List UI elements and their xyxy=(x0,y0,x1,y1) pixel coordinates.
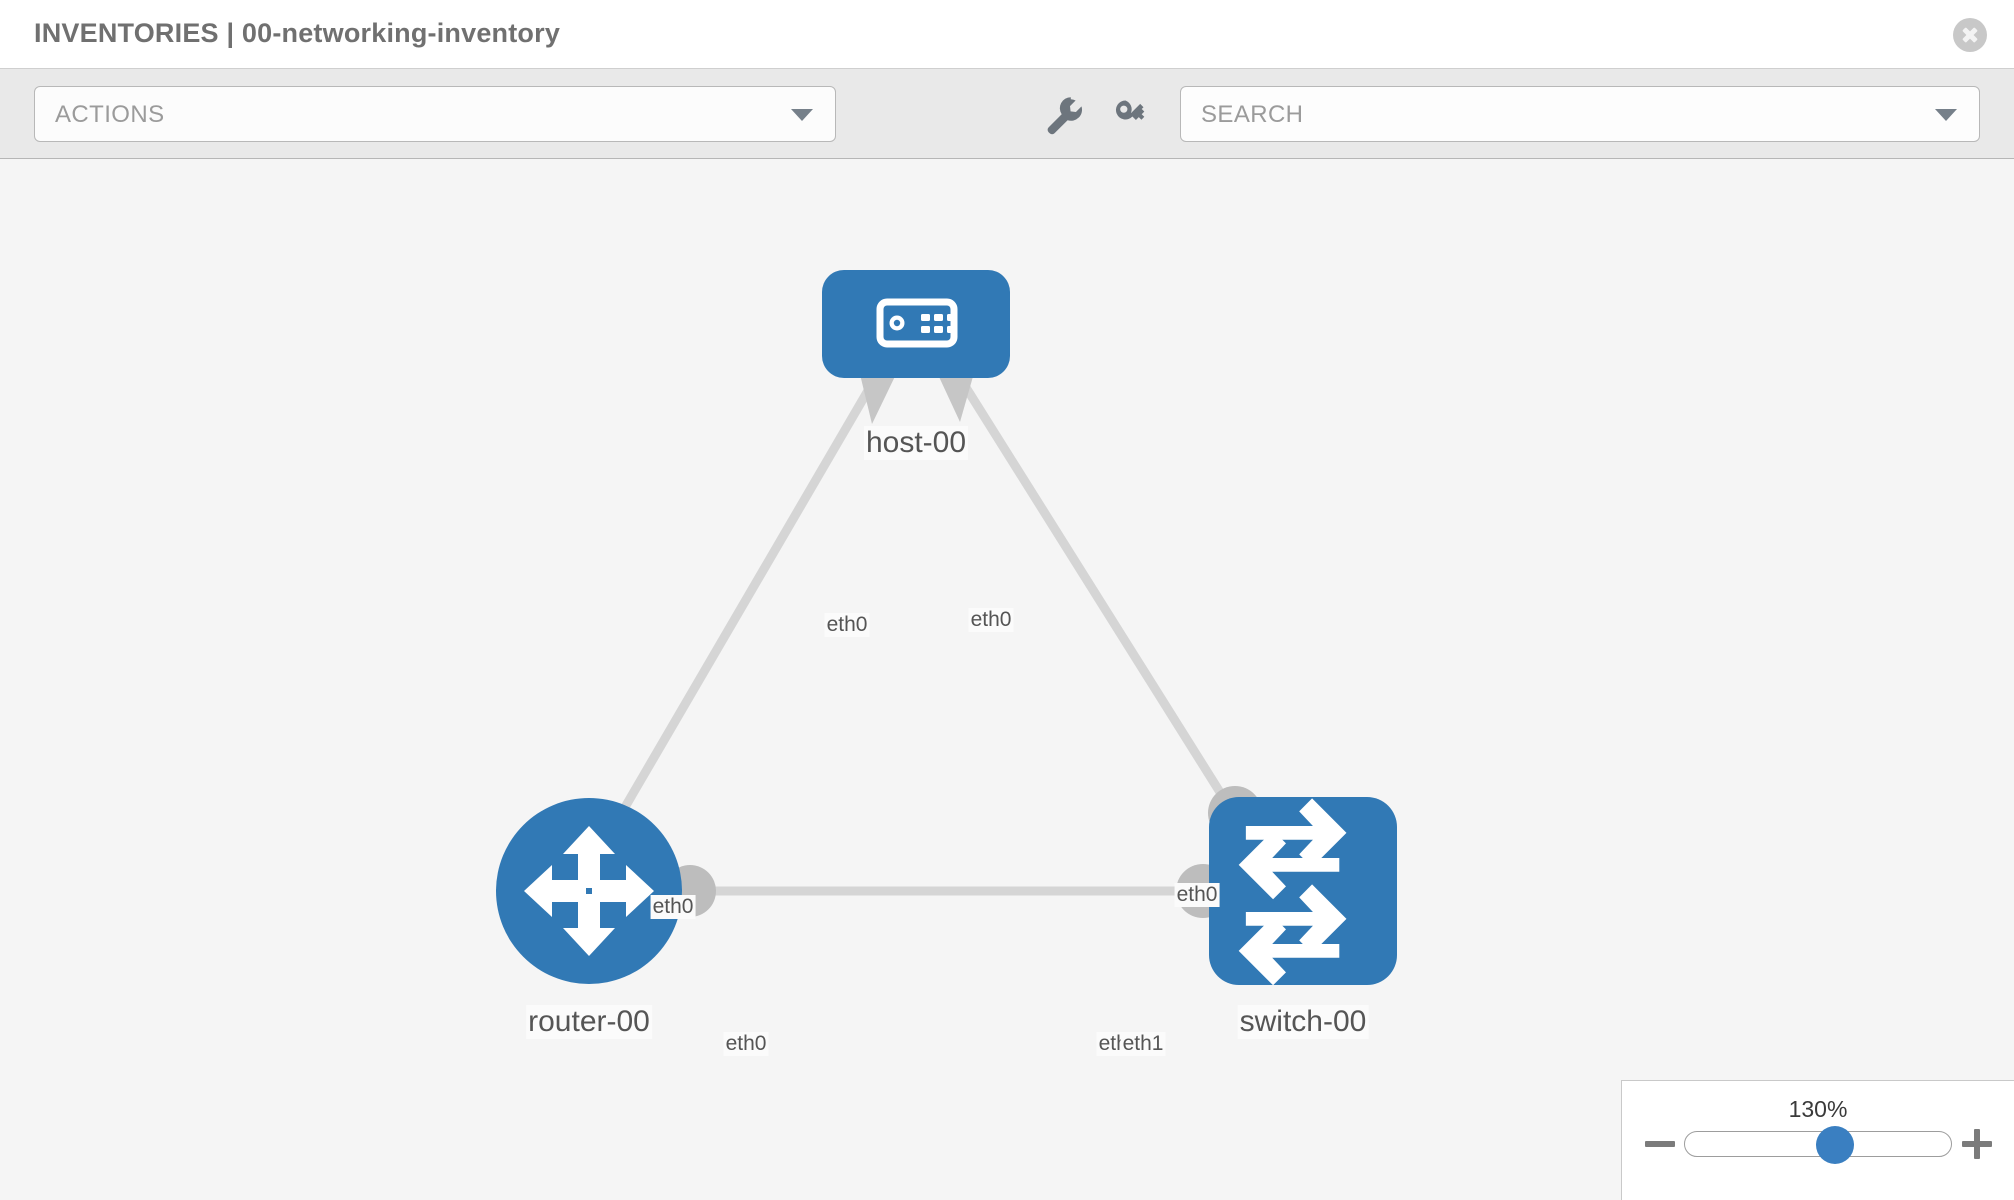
zoom-slider[interactable] xyxy=(1684,1126,1952,1164)
node-switch-00[interactable] xyxy=(1209,797,1397,986)
chevron-down-icon xyxy=(791,109,813,121)
node-host-00[interactable] xyxy=(822,270,1010,378)
key-icon[interactable] xyxy=(1108,91,1154,137)
port-label-router-eth0-host: eth0 xyxy=(650,895,696,919)
port-nub-host-eth0-left xyxy=(858,366,900,424)
node-label-router-00: router-00 xyxy=(526,1005,652,1039)
actions-dropdown[interactable]: ACTIONS xyxy=(34,86,836,142)
port-label-switch-eth1-router: eth1 xyxy=(1120,1032,1166,1056)
chevron-down-icon[interactable] xyxy=(1935,109,1957,121)
node-label-switch-00: switch-00 xyxy=(1237,1005,1369,1039)
switch-arrows-icon xyxy=(1238,798,1347,986)
server-icon xyxy=(876,298,958,348)
topology-canvas[interactable]: host-00 router-00 switch-00 eth0 eth0 et… xyxy=(0,160,2014,1200)
search-input[interactable]: SEARCH xyxy=(1180,86,1980,142)
zoom-out-button[interactable] xyxy=(1645,1129,1675,1159)
link-router-host xyxy=(596,367,884,853)
port-label-switch-eth0-host: eth0 xyxy=(1174,883,1220,907)
actions-dropdown-label: ACTIONS xyxy=(55,101,165,128)
port-nub-host-eth0-right xyxy=(934,366,976,422)
server-icon-details xyxy=(889,314,956,333)
wrench-icon[interactable] xyxy=(1040,91,1086,137)
topology-toolbar: ACTIONS SEARCH xyxy=(0,69,2014,159)
zoom-control: 130% xyxy=(1621,1080,2014,1200)
zoom-slider-thumb[interactable] xyxy=(1816,1126,1854,1164)
node-router-00[interactable] xyxy=(496,798,682,984)
router-arrows-icon xyxy=(524,826,654,956)
zoom-level-label: 130% xyxy=(1788,1096,1848,1122)
topology-graph xyxy=(496,270,1397,986)
zoom-in-button[interactable] xyxy=(1962,1129,1992,1159)
node-label-host-00: host-00 xyxy=(863,426,969,460)
window-titlebar: INVENTORIES | 00-networking-inventory xyxy=(0,0,2014,69)
close-icon[interactable] xyxy=(1953,18,1987,52)
link-host-switch xyxy=(951,367,1254,843)
search-input-value: SEARCH xyxy=(1201,101,1304,128)
port-label-host-eth0-router: eth0 xyxy=(824,613,870,637)
page-title: INVENTORIES | 00-networking-inventory xyxy=(34,18,561,48)
port-label-router-eth0-switch: eth0 xyxy=(723,1032,769,1056)
topology-links xyxy=(596,367,1254,896)
port-label-host-eth0-switch: eth0 xyxy=(968,608,1014,632)
